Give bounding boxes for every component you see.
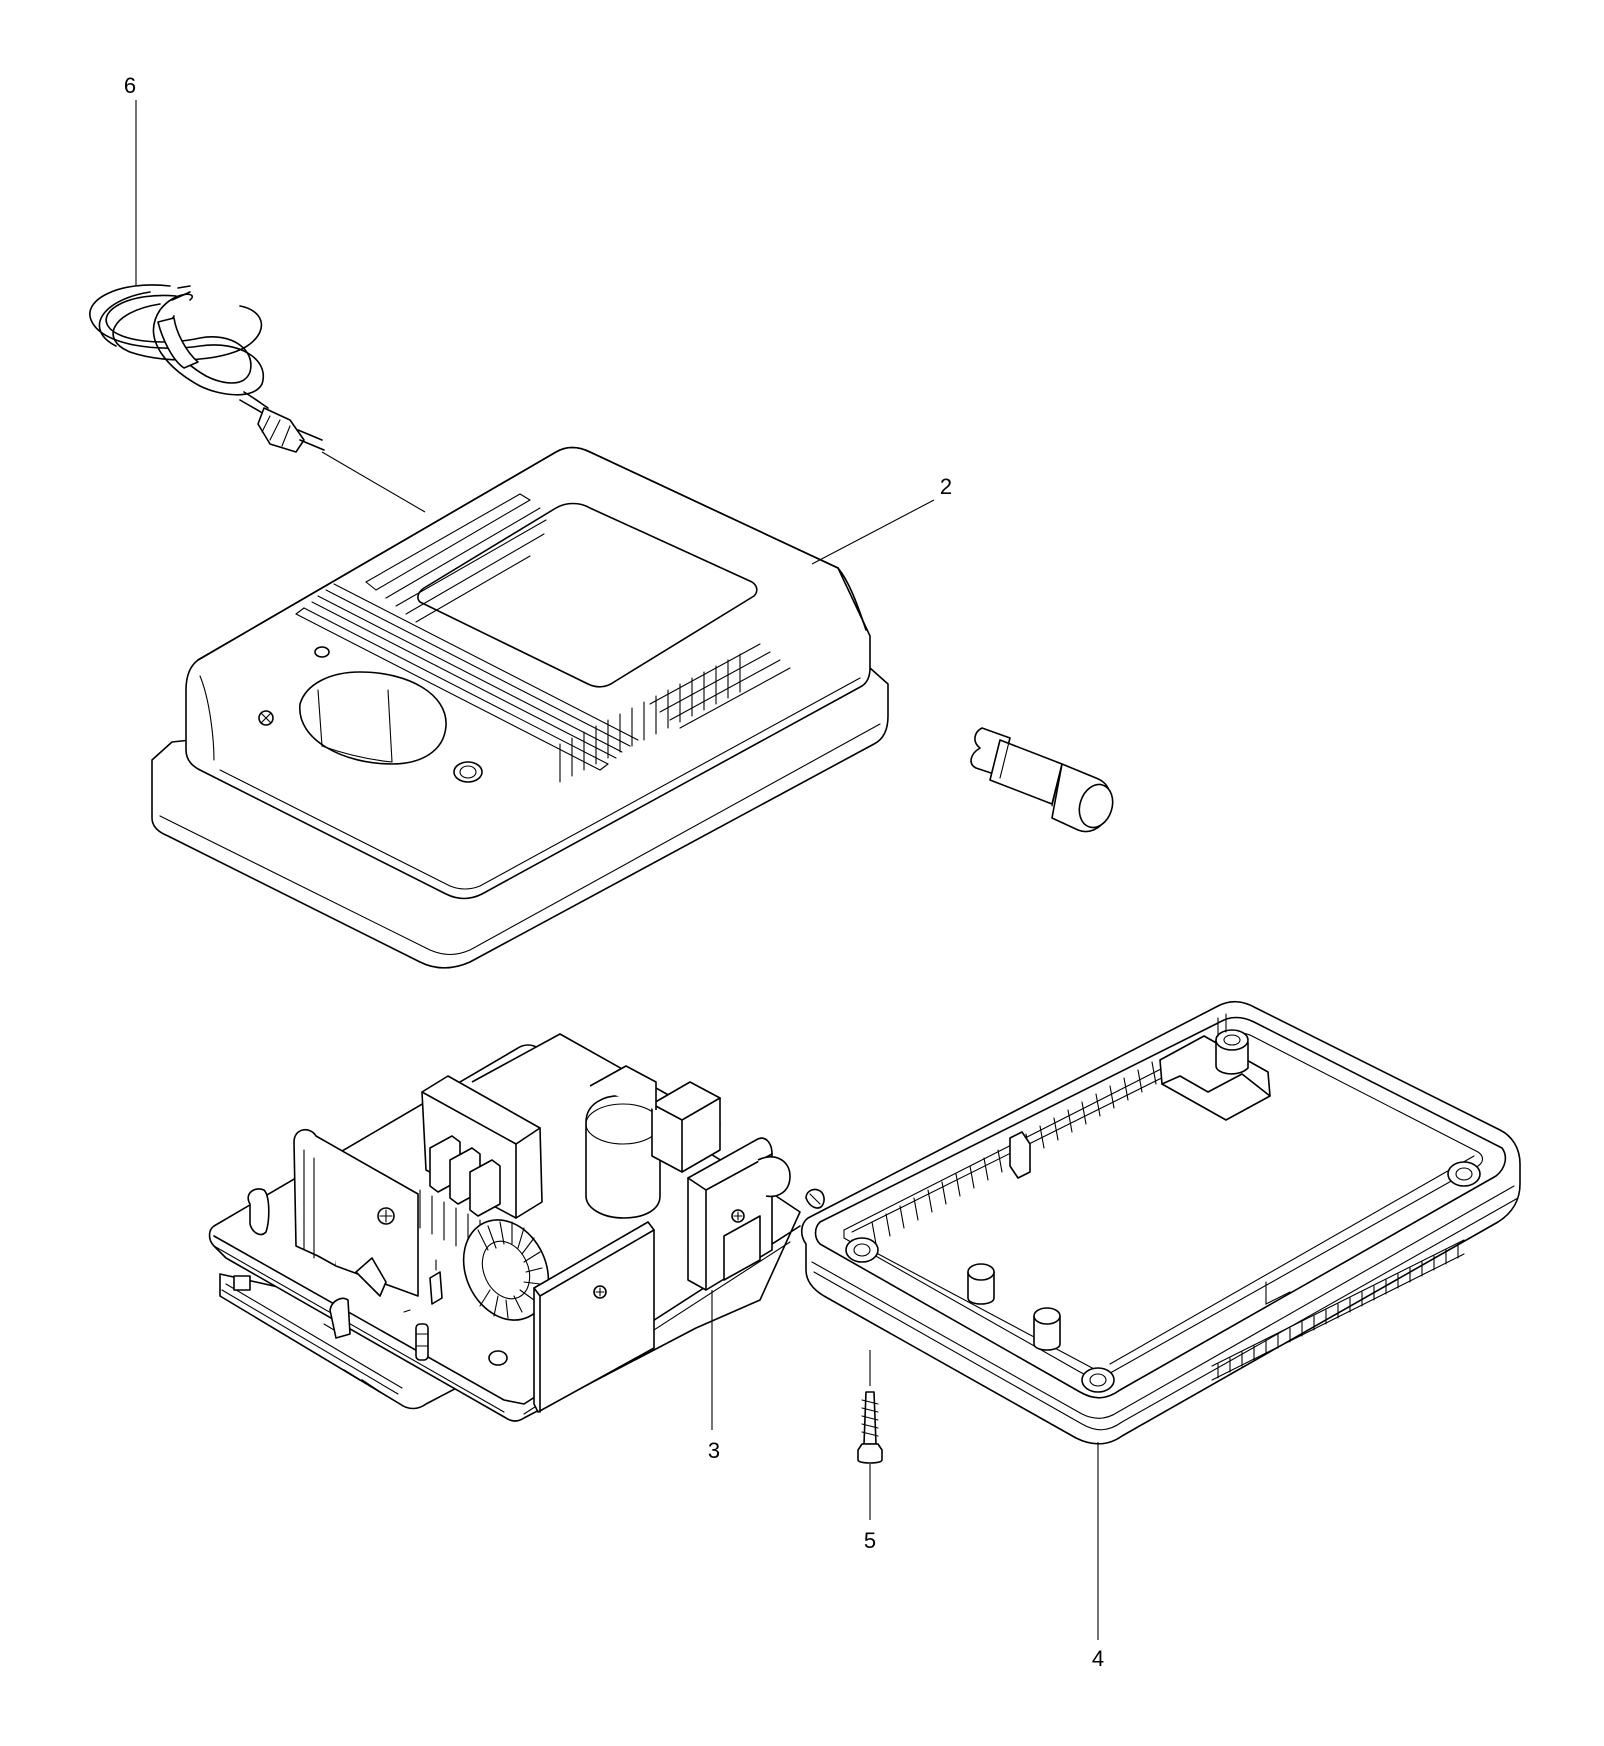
callout-3: 3: [708, 1290, 720, 1463]
power-cord-part-6: [89, 284, 325, 453]
base-tray-part-4: [800, 1000, 1521, 1445]
pcb-assembly-part-3: [208, 1033, 825, 1422]
callout-label-6: 6: [124, 73, 136, 98]
callout-2: 2: [811, 474, 952, 565]
fuse-part: [970, 727, 1114, 833]
callout-label-3: 3: [708, 1438, 720, 1463]
callout-6: 6: [124, 73, 137, 286]
screw-part-5: 5: [857, 1350, 883, 1553]
callout-label-5: 5: [864, 1528, 876, 1553]
callout-4: 4: [1092, 1442, 1104, 1671]
callout-label-4: 4: [1092, 1646, 1104, 1671]
callout-label-2: 2: [940, 474, 952, 499]
upper-housing-part-2: [151, 446, 889, 969]
